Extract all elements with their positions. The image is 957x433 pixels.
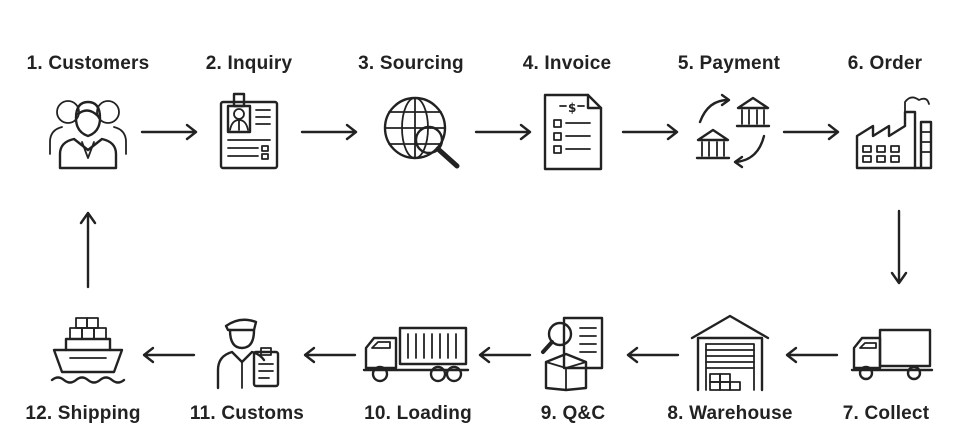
- arrow-invoice-to-payment: [621, 122, 681, 147]
- arrow-collect-to-warehouse: [783, 345, 839, 370]
- arrow-sourcing-to-invoice: [474, 122, 534, 147]
- step-label-warehouse: 8. Warehouse: [667, 403, 793, 424]
- invoice-icon: $: [542, 92, 604, 172]
- warehouse-icon: [690, 312, 770, 392]
- factory-icon: [855, 92, 935, 172]
- step-label-shipping: 12. Shipping: [25, 403, 141, 424]
- arrow-payment-to-order: [782, 122, 842, 147]
- arrow-inquiry-to-sourcing: [300, 122, 360, 147]
- step-label-sourcing: 3. Sourcing: [358, 53, 464, 74]
- svg-text:$: $: [568, 101, 576, 115]
- arrow-shipping-to-customers: [78, 209, 98, 294]
- arrow-customers-to-inquiry: [140, 122, 200, 147]
- globe-search-icon: [381, 92, 465, 172]
- step-label-inquiry: 2. Inquiry: [205, 53, 293, 74]
- step-label-customers: 1. Customers: [26, 53, 150, 74]
- step-label-payment: 5. Payment: [677, 53, 781, 74]
- delivery-truck-icon: [850, 326, 934, 382]
- step-label-customs: 11. Customs: [189, 403, 305, 424]
- arrow-loading-to-customs: [301, 345, 357, 370]
- step-label-invoice: 4. Invoice: [522, 53, 612, 74]
- step-label-collect: 7. Collect: [842, 403, 930, 424]
- customs-officer-icon: [214, 312, 284, 392]
- inspection-box-icon: [540, 312, 606, 392]
- arrow-order-to-collect: [889, 209, 909, 292]
- cargo-ship-icon: [50, 312, 126, 392]
- step-label-order: 6. Order: [847, 53, 923, 74]
- step-label-loading: 10. Loading: [364, 403, 472, 424]
- arrow-warehouse-to-qc: [624, 345, 680, 370]
- arrow-qc-to-loading: [476, 345, 532, 370]
- arrow-customs-to-shipping: [140, 345, 196, 370]
- container-truck-icon: [362, 324, 470, 384]
- inquiry-document-icon: [218, 92, 280, 170]
- step-label-qc: 9. Q&C: [540, 403, 606, 424]
- customers-icon: [46, 92, 130, 172]
- bank-transfer-icon: [692, 92, 776, 172]
